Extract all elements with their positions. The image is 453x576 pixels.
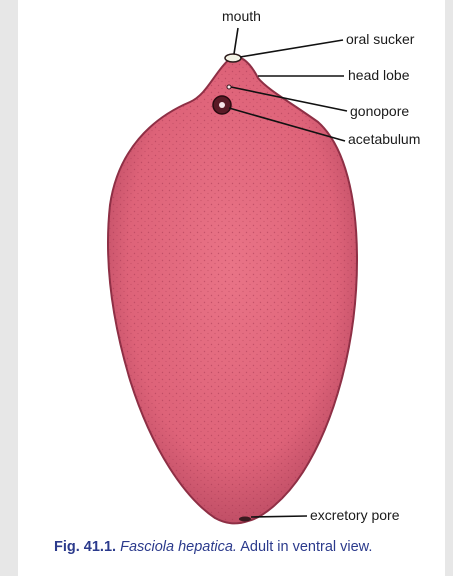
figure-caption: Fig. 41.1. Fasciola hepatica. Adult in v… bbox=[54, 539, 449, 555]
gonopore-shape bbox=[227, 85, 231, 89]
oral-sucker-shape bbox=[225, 54, 241, 62]
oral-sucker-leader bbox=[240, 40, 343, 57]
figure-number: Fig. 41.1. bbox=[54, 539, 116, 555]
species-name: Fasciola hepatica. bbox=[120, 539, 237, 555]
caption-text: Adult in ventral view. bbox=[240, 539, 372, 555]
label-oral-sucker: oral sucker bbox=[346, 31, 414, 47]
excretory-pore-shape bbox=[239, 517, 251, 522]
fluke-body-texture bbox=[108, 56, 357, 523]
mouth-leader bbox=[234, 28, 238, 54]
label-mouth: mouth bbox=[222, 8, 261, 24]
label-excretory-pore: excretory pore bbox=[310, 507, 399, 523]
label-acetabulum: acetabulum bbox=[348, 131, 420, 147]
label-head-lobe: head lobe bbox=[348, 67, 410, 83]
label-gonopore: gonopore bbox=[350, 103, 409, 119]
excretory-pore-leader bbox=[251, 516, 307, 517]
acetabulum-center bbox=[219, 102, 225, 108]
